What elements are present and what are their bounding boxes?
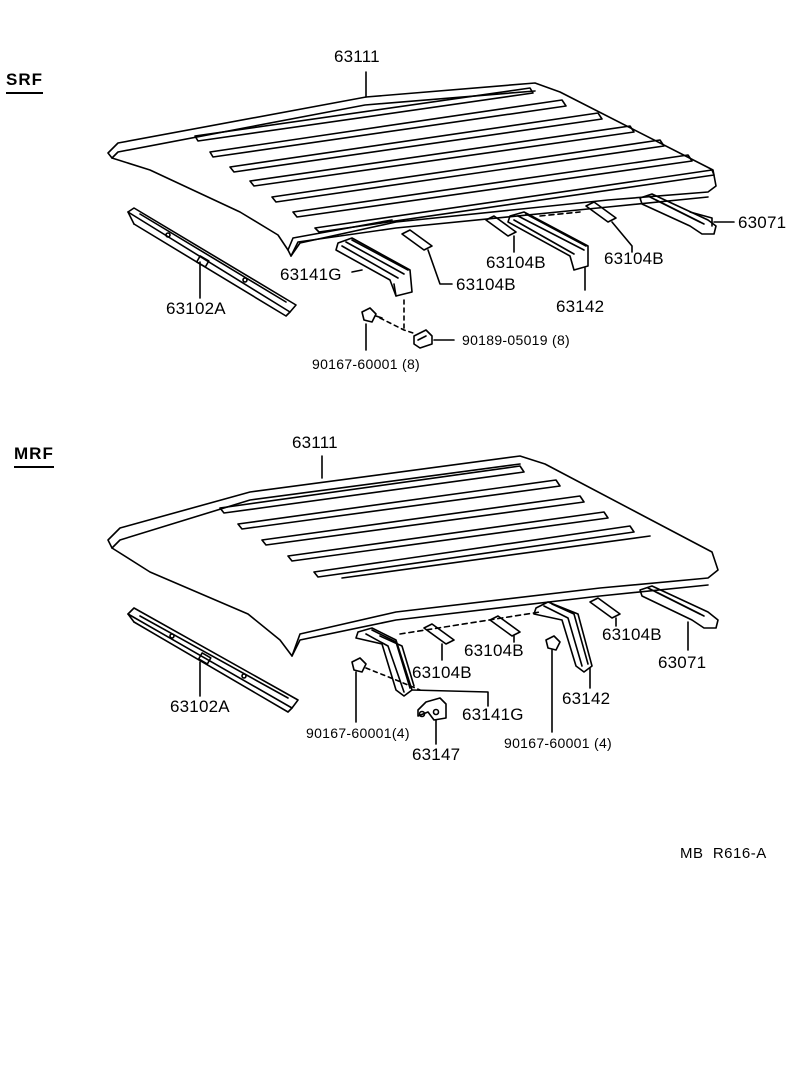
mrf-label-reinforcement-b1: 63104B xyxy=(412,663,472,682)
srf-roof-panel xyxy=(107,82,717,257)
section-title-srf: SRF xyxy=(6,70,43,94)
mrf-reinforcement-63141g xyxy=(355,627,415,697)
mrf-label-screw-left: 90167-60001(4) xyxy=(306,725,410,741)
mrf-label-roof-panel: 63111 xyxy=(292,433,338,452)
srf-lock-63071 xyxy=(639,193,717,235)
mrf-leader-g xyxy=(411,689,489,707)
mrf-label-lock: 63071 xyxy=(658,653,707,672)
mrf-roof-ribs xyxy=(219,465,651,579)
mrf-rail-63102a xyxy=(127,607,299,713)
srf-label-clip: 90189-05019 (8) xyxy=(462,332,571,348)
srf-leader-b1 xyxy=(427,249,453,285)
reference-code-value: R616-A xyxy=(712,845,767,862)
srf-label-roof-panel: 63111 xyxy=(334,47,380,66)
section-title-mrf: MRF xyxy=(14,444,54,468)
mrf-label-bracket: 63147 xyxy=(412,745,461,764)
srf-label-screw: 90167-60001 (8) xyxy=(312,356,421,372)
srf-reinforcement-63141g xyxy=(335,237,413,297)
srf-leader-b3 xyxy=(611,221,633,253)
srf-label-reinforcement-b2: 63104B xyxy=(486,253,546,272)
reference-code: MB R616-A xyxy=(680,845,767,862)
srf-label-reinforcement-b3: 63104B xyxy=(604,249,664,268)
srf-label-reinforcement-g: 63141G xyxy=(280,265,342,284)
reference-code-prefix: MB xyxy=(680,845,704,862)
mrf-dash-1 xyxy=(365,667,421,691)
mrf-reinforcement-63142 xyxy=(399,601,593,673)
srf-label-lock: 63071 xyxy=(738,213,787,232)
srf-leader-g xyxy=(351,269,363,273)
srf-label-reinforcement-142: 63142 xyxy=(556,297,605,316)
srf-label-rail: 63102A xyxy=(166,299,226,318)
srf-dash-1 xyxy=(379,317,417,335)
mrf-screw-right xyxy=(545,635,561,651)
srf-reinforcement-strips xyxy=(401,201,617,251)
mrf-label-reinforcement-142: 63142 xyxy=(562,689,611,708)
srf-roof-ribs xyxy=(194,87,715,233)
mrf-label-rail: 63102A xyxy=(170,697,230,716)
mrf-label-reinforcement-b3: 63104B xyxy=(602,625,662,644)
mrf-roof-panel xyxy=(107,455,719,657)
mrf-label-reinforcement-g: 63141G xyxy=(462,705,524,724)
srf-rail-63102a xyxy=(127,207,297,317)
srf-screw-90167 xyxy=(361,307,383,323)
mrf-label-screw-right: 90167-60001 (4) xyxy=(504,735,613,751)
srf-clip-90189 xyxy=(413,329,433,349)
mrf-lock-63071 xyxy=(639,585,719,629)
srf-reinforcement-63142 xyxy=(507,211,589,271)
mrf-screw-left xyxy=(351,657,367,673)
mrf-label-reinforcement-b2: 63104B xyxy=(464,641,524,660)
srf-label-reinforcement-b1: 63104B xyxy=(456,275,516,294)
mrf-bracket-63147 xyxy=(417,697,447,721)
mrf-reinforcement-strips xyxy=(423,597,621,645)
